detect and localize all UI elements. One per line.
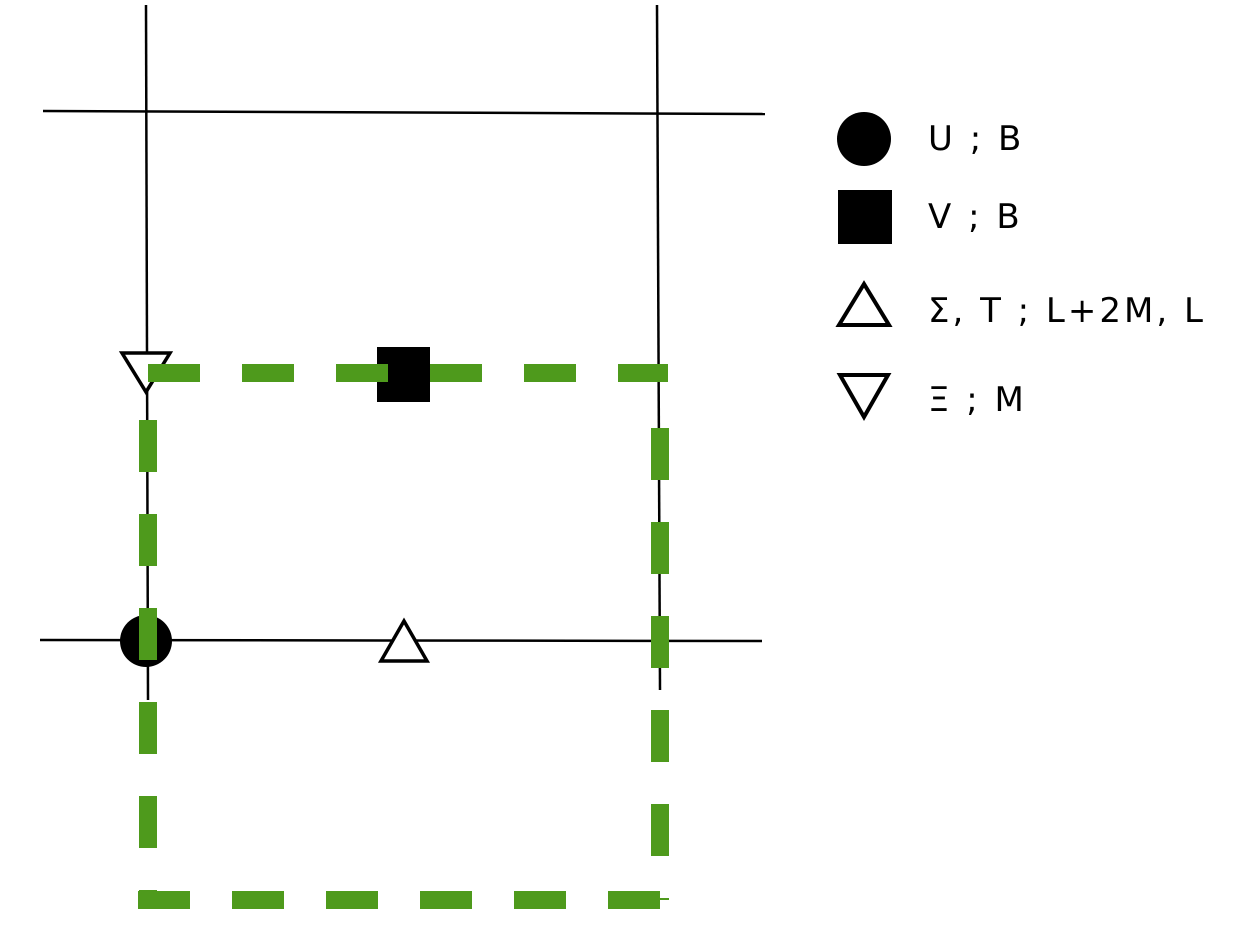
grid-line-horizontal-top [42,109,766,116]
legend-label-sigma-t: Σ, T ; L+2M, L [928,291,1206,331]
legend-item-xi: Ξ ; M [836,373,1027,422]
legend-item-sigma-t: Σ, T ; L+2M, L [835,280,1206,331]
legend-item-v: V ; B [838,190,1023,244]
sigma-node-up-triangle-icon [377,617,431,663]
legend: U ; B V ; B Σ, T ; L+2M, L Ξ ; M [835,112,1206,422]
filled-circle-icon [837,112,891,166]
dashed-cell-outline [138,364,669,909]
legend-label-v: V ; B [928,197,1023,237]
grid-line-vertical-right [655,4,662,691]
down-triangle-icon [836,373,892,422]
legend-label-u: U ; B [928,119,1024,159]
legend-item-u: U ; B [837,112,1024,166]
grid-nodes [118,347,431,667]
legend-label-xi: Ξ ; M [928,380,1027,420]
filled-square-icon [838,190,892,244]
up-triangle-icon [835,280,893,327]
